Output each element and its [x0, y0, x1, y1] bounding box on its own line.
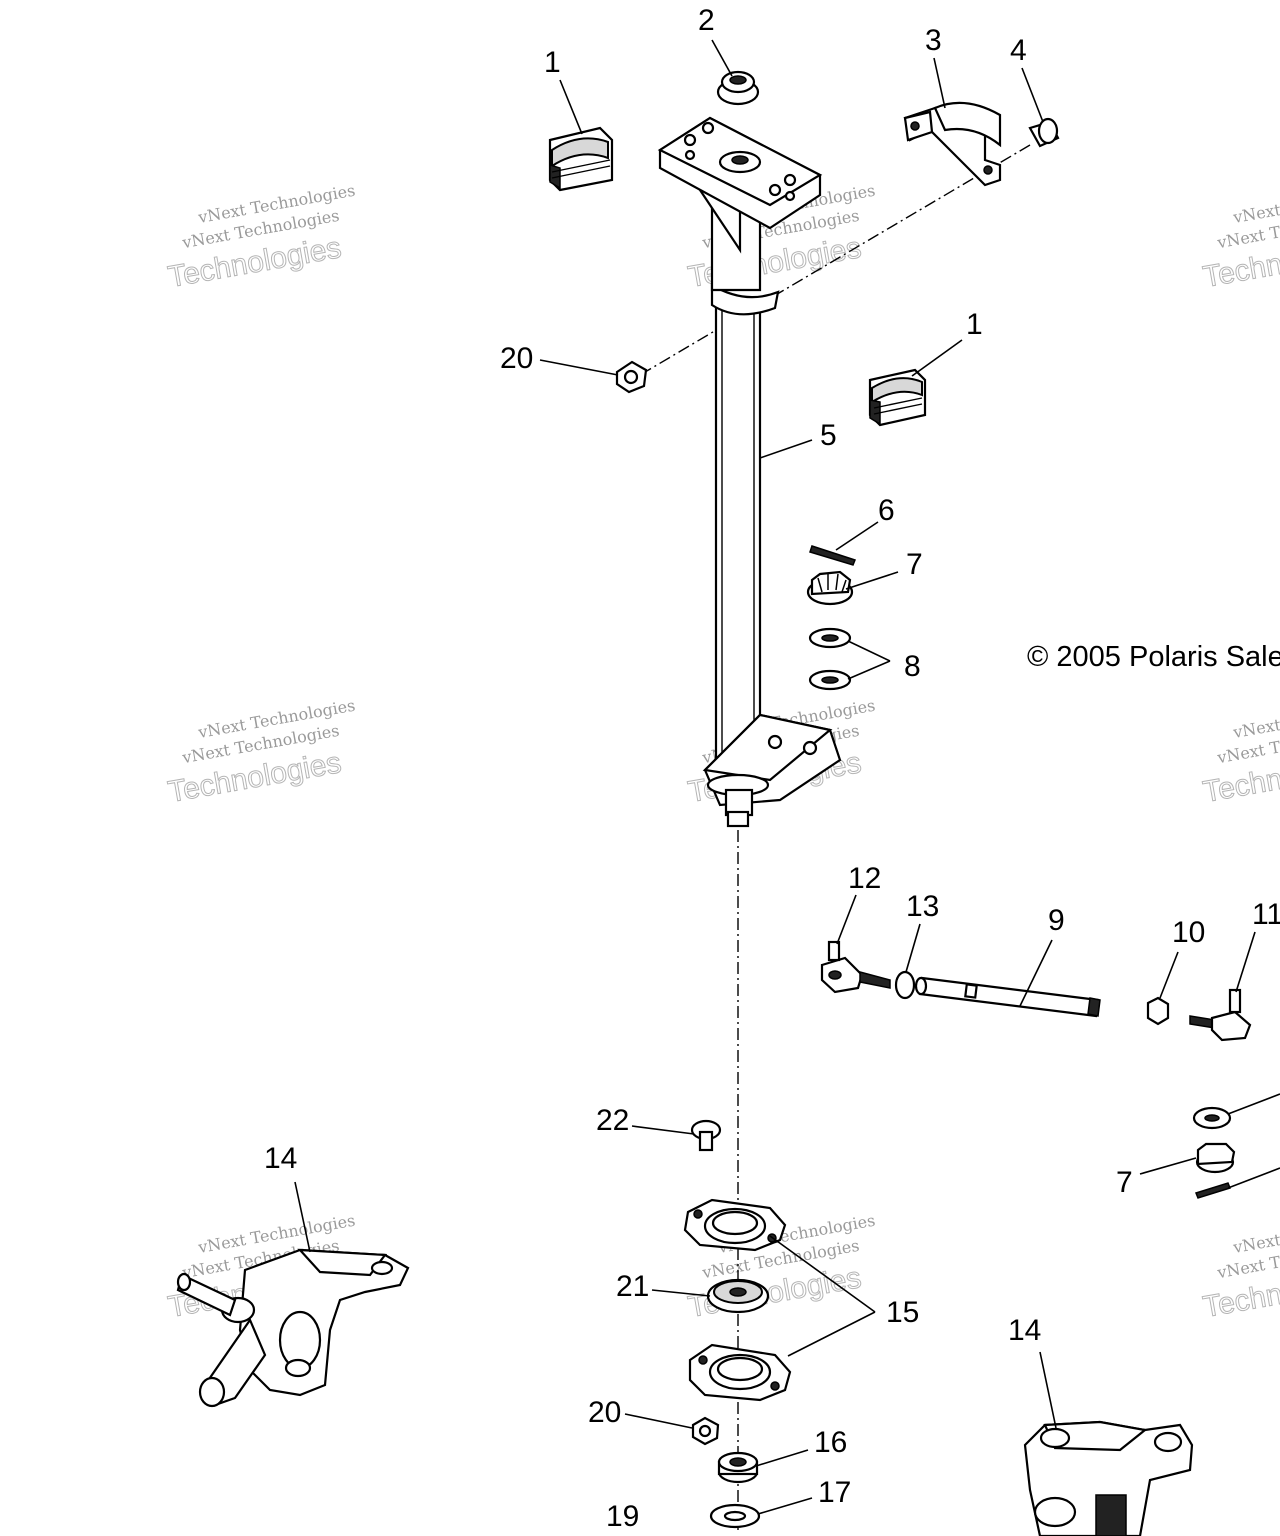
- callout-label: 1: [966, 308, 983, 341]
- clamp-part: [903, 101, 1002, 187]
- spindle-part: [1023, 1420, 1194, 1536]
- washer-part: [1192, 1106, 1232, 1130]
- bolt-part: [1028, 117, 1060, 148]
- callout-label: 4: [1010, 34, 1027, 67]
- bushing-part: [548, 126, 614, 192]
- leader-lines: [294, 39, 1280, 1515]
- bearing-flange-part: [683, 1198, 787, 1252]
- assembly-line: [639, 144, 1031, 376]
- callout-label: 8: [904, 650, 921, 683]
- callout-label: 22: [596, 1104, 629, 1137]
- spacer-part: [717, 1451, 759, 1484]
- callout-label: 5: [820, 419, 837, 452]
- nut-part: [615, 360, 648, 394]
- callout-label: 12: [848, 862, 881, 895]
- tie-rod-end-part: [820, 940, 891, 994]
- callout-label: 13: [906, 890, 939, 923]
- washer-part: [709, 1503, 761, 1529]
- spindle-part: [176, 1248, 410, 1408]
- bearing-part: [706, 1278, 770, 1314]
- nut-part: [691, 1416, 720, 1446]
- grommet-part: [716, 70, 760, 106]
- callout-label: 3: [925, 24, 942, 57]
- castle-nut-part: [1195, 1142, 1236, 1174]
- callout-label: 17: [818, 1476, 851, 1509]
- steering-post-part: [657, 116, 842, 828]
- callout-label: 20: [500, 342, 533, 375]
- callout-label: 16: [814, 1426, 847, 1459]
- callout-label: 11: [1252, 898, 1280, 931]
- bearing-flange-part: [688, 1343, 792, 1402]
- castle-nut-part: [806, 570, 854, 606]
- callout-label: 14: [264, 1142, 297, 1175]
- callout-label: 19: [606, 1500, 639, 1533]
- watermark: vNext Technologies vNext Technologies Te…: [1200, 1211, 1280, 1325]
- callout-label: 7: [906, 548, 923, 581]
- callout-label: 14: [1008, 1314, 1041, 1347]
- cotter-pin-part: [809, 545, 856, 566]
- watermark: vNext Technologies vNext Technologies Te…: [1200, 696, 1280, 810]
- jam-nut-part: [894, 970, 916, 1000]
- copyright-notice: © 2005 Polaris Sale: [1027, 641, 1280, 673]
- rivet-part: [690, 1119, 722, 1152]
- bushing-part: [868, 368, 927, 427]
- watermark-line: vNext Technologies: [1231, 1211, 1280, 1257]
- watermark: vNext Technologies vNext Technologies Te…: [165, 181, 357, 295]
- callout-label: 1: [544, 46, 561, 79]
- washer-part: [808, 669, 852, 691]
- cotter-pin-part: [1195, 1182, 1231, 1199]
- callout-label: 20: [588, 1396, 621, 1429]
- watermark: vNext Technologies vNext Technologies Te…: [165, 696, 357, 810]
- watermark-line: vNext Technologies: [1231, 181, 1280, 227]
- callout-label: 15: [886, 1296, 919, 1329]
- washer-part: [808, 627, 852, 649]
- watermark: vNext Technologies vNext Technologies Te…: [1200, 181, 1280, 295]
- callout-label: 9: [1048, 904, 1065, 937]
- callout-labels: 1 2 3 4 1 20 5 6 7 8 12 13 9 10 11 22 14…: [264, 4, 1280, 1533]
- watermark-line: vNext Technologies: [1231, 696, 1280, 742]
- callout-label: 2: [698, 4, 715, 37]
- callout-label: 7: [1116, 1166, 1133, 1199]
- nut-part: [1146, 996, 1170, 1026]
- callout-label: 6: [878, 494, 895, 527]
- tie-rod-part: [914, 976, 1101, 1018]
- callout-label: 10: [1172, 916, 1205, 949]
- callout-label: 21: [616, 1270, 649, 1303]
- tie-rod-end-part: [1189, 988, 1252, 1042]
